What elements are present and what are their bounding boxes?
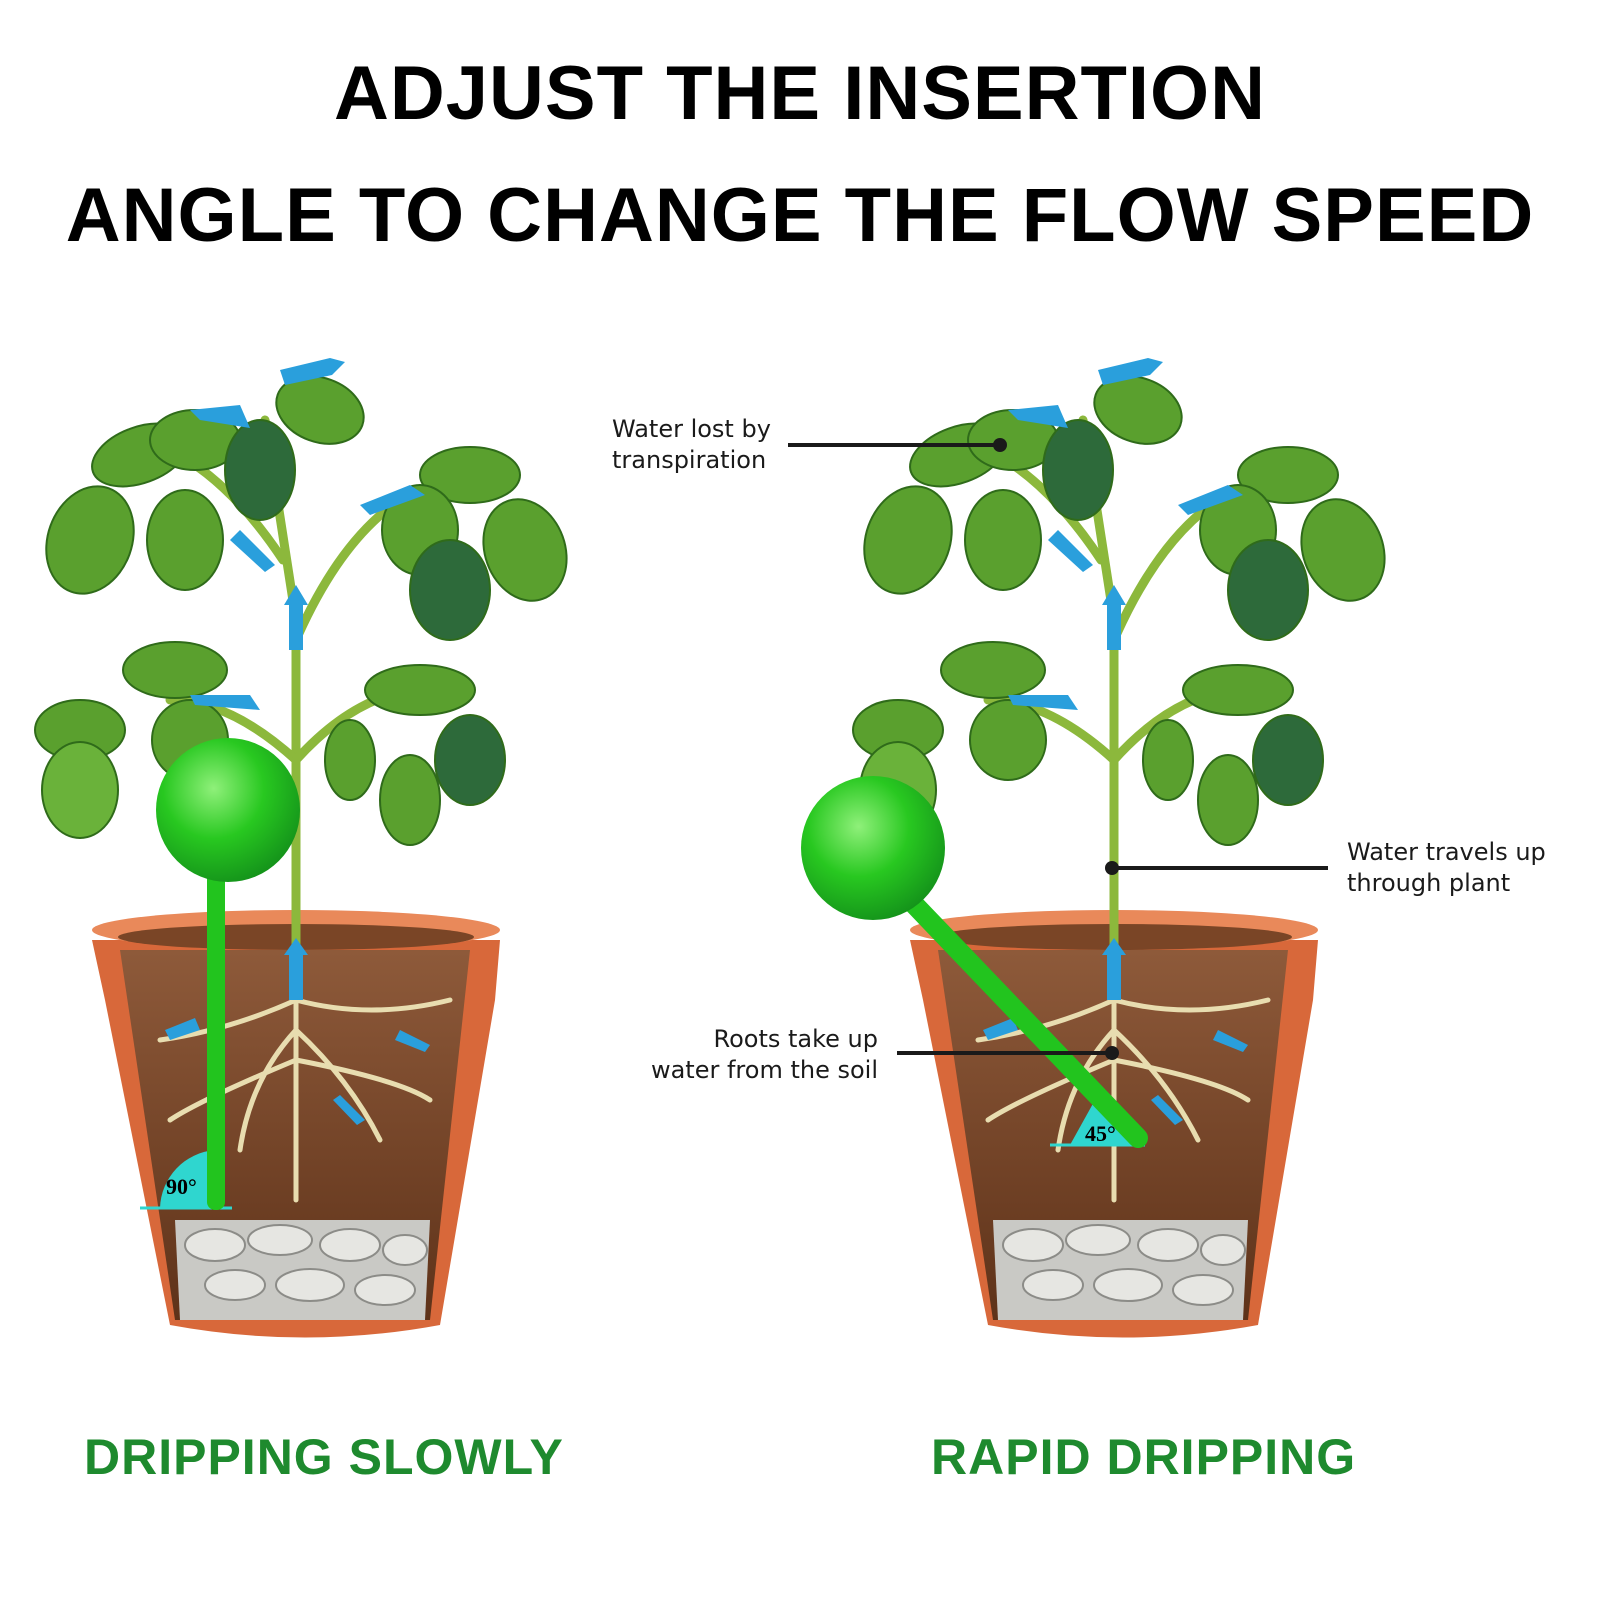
label-line: Water travels up xyxy=(1347,838,1546,866)
left-watering-globe xyxy=(140,738,300,1210)
title-line-1: ADJUST THE INSERTION xyxy=(333,51,1267,136)
callout-lines xyxy=(788,443,1328,1055)
right-watering-globe xyxy=(801,776,1148,1148)
label-line: through plant xyxy=(1347,869,1511,897)
title-line-2: ANGLE TO CHANGE THE FLOW SPEED xyxy=(65,173,1535,258)
caption-rapid-dripping: RAPID DRIPPING xyxy=(931,1429,1357,1485)
label-line: Water lost by xyxy=(612,415,771,443)
label-roots: Roots take up water from the soil xyxy=(640,1024,878,1086)
left-angle-marker xyxy=(160,1150,215,1208)
left-angle-label: 90° xyxy=(166,1174,197,1199)
label-line: water from the soil xyxy=(650,1056,878,1084)
label-line: transpiration xyxy=(612,446,767,474)
caption-dripping-slowly: DRIPPING SLOWLY xyxy=(84,1429,564,1485)
label-line: Roots take up xyxy=(713,1025,878,1053)
label-transpiration: Water lost by transpiration xyxy=(612,414,771,476)
right-angle-label: 45° xyxy=(1085,1121,1116,1146)
label-water-travels: Water travels up through plant xyxy=(1347,837,1546,899)
left-plant-pot xyxy=(32,358,581,1338)
